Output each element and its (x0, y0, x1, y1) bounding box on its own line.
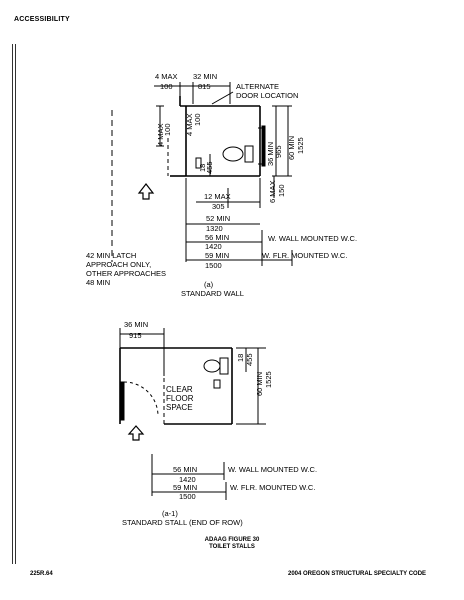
dim-59min-a1: 59 MIN (173, 483, 197, 492)
dim-36min-a1: 36 MIN (124, 320, 148, 329)
clear-floor-label-3: SPACE (166, 403, 193, 412)
dim-52min: 52 MIN (206, 214, 230, 223)
figure-a1-title: STANDARD STALL (END OF ROW) (122, 518, 243, 527)
dim-965: 965 (274, 145, 283, 158)
figure-a-drawing (111, 82, 293, 266)
dim-18-a1: 18 (236, 354, 245, 362)
dim-4max-left: 4 MAX (156, 123, 165, 146)
dim-150: 150 (277, 184, 286, 197)
dim-56min-a: 56 MIN (205, 233, 229, 242)
dim-305: 305 (212, 202, 225, 211)
latch-note-line-4: 48 MIN (86, 278, 110, 287)
floor-mounted-label-a1: W. FLR. MOUNTED W.C. (230, 483, 315, 492)
dim-1500-a: 1500 (205, 261, 222, 270)
dim-100-left: 100 (163, 123, 172, 136)
figure-a-title: STANDARD WALL (181, 289, 244, 298)
publication-title: 2004 OREGON STRUCTURAL SPECIALTY CODE (288, 571, 427, 577)
dim-1525-a1: 1525 (264, 371, 273, 388)
dim-60min: 60 MIN (287, 136, 296, 160)
latch-note-line-3: OTHER APPROACHES (86, 269, 166, 278)
dim-6max: 6 MAX (268, 180, 277, 203)
dim-60min-a1: 60 MIN (255, 372, 264, 396)
page-number: 225R.64 (30, 571, 53, 577)
dim-4max-inner: 4 MAX (185, 113, 194, 136)
dim-18: 18 (198, 164, 207, 172)
dim-1420-a: 1420 (205, 242, 222, 251)
dim-455-a1: 455 (245, 353, 254, 366)
latch-note-line-1: 42 MIN LATCH (86, 251, 136, 260)
dim-915-a1: 915 (129, 331, 142, 340)
latch-note-line-2: APPROACH ONLY, (86, 260, 151, 269)
figure-a1-label: (a-1) (162, 509, 178, 518)
dim-100-inner: 100 (193, 113, 202, 126)
dim-56min-a1: 56 MIN (173, 465, 197, 474)
figure-a-label: (a) (204, 280, 214, 289)
dim-1525: 1525 (296, 137, 305, 154)
dim-455: 455 (205, 161, 214, 174)
dim-32min: 32 MIN (193, 72, 217, 81)
wall-mounted-label-a: W. WALL MOUNTED W.C. (268, 234, 357, 243)
margin-rule-left (12, 44, 13, 564)
section-header: ACCESSIBILITY (14, 16, 70, 23)
dim-1420-a1: 1420 (179, 475, 196, 484)
dim-4max-top: 4 MAX (155, 72, 178, 81)
clear-floor-label-1: CLEAR (166, 385, 193, 394)
alternate-door-label-2: DOOR LOCATION (236, 91, 298, 100)
margin-rule-right (15, 44, 16, 564)
alternate-door-label-1: ALTERNATE (236, 82, 279, 91)
dim-36min: 36 MIN (266, 142, 275, 166)
clear-floor-label-2: FLOOR (166, 394, 194, 403)
floor-mounted-label-a: W. FLR. MOUNTED W.C. (262, 251, 347, 260)
figure-a1-drawing (119, 328, 266, 500)
dim-1320: 1320 (206, 224, 223, 233)
dim-59min-a: 59 MIN (205, 251, 229, 260)
figure-caption-line-2: TOILET STALLS (209, 544, 255, 550)
dim-815: 815 (198, 82, 211, 91)
dim-100-top: 100 (160, 82, 173, 91)
dim-12max: 12 MAX (204, 192, 231, 201)
figure-caption-line-1: ADAAG FIGURE 30 (204, 537, 260, 543)
wall-mounted-label-a1: W. WALL MOUNTED W.C. (228, 465, 317, 474)
dim-1500-a1: 1500 (179, 492, 196, 501)
